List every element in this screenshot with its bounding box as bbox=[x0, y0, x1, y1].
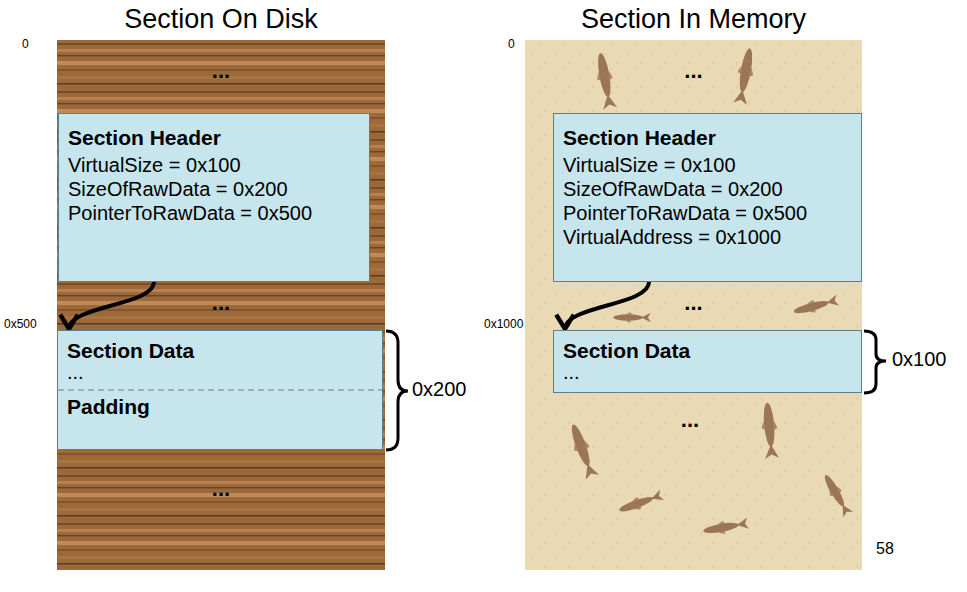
header-box: Section HeaderVirtualSize = 0x100SizeOfR… bbox=[553, 113, 862, 282]
field-line: PointerToRawData = 0x500 bbox=[68, 202, 312, 225]
disk-texture bbox=[57, 40, 385, 570]
ellipsis: ... bbox=[57, 290, 385, 315]
slide-number: 58 bbox=[876, 540, 894, 558]
ellipsis: ... bbox=[525, 290, 862, 315]
memory-panel: Section In Memory.........Section Header… bbox=[525, 40, 862, 570]
offset-label: 0x1000 bbox=[484, 318, 523, 332]
size-label: 0x200 bbox=[412, 378, 467, 401]
box-heading: Section Header bbox=[563, 126, 716, 150]
pointer-arrow bbox=[565, 282, 649, 329]
field-line: PointerToRawData = 0x500 bbox=[563, 202, 807, 225]
offset-label: 0x500 bbox=[4, 318, 37, 332]
header-box: Section HeaderVirtualSize = 0x100SizeOfR… bbox=[58, 113, 370, 282]
ellipsis: ... bbox=[57, 58, 385, 83]
ellipsis: ... bbox=[563, 361, 580, 384]
panel-heading: Section In Memory bbox=[525, 4, 862, 35]
box-heading: Section Data bbox=[67, 339, 194, 363]
ellipsis: ... bbox=[665, 407, 715, 432]
field-line: VirtualSize = 0x100 bbox=[563, 154, 736, 177]
dashed-divider bbox=[58, 389, 382, 390]
offset-label: 0 bbox=[22, 38, 29, 52]
size-bracket bbox=[386, 331, 408, 450]
field-line: SizeOfRawData = 0x200 bbox=[563, 178, 783, 201]
ellipsis: ... bbox=[67, 361, 84, 384]
field-line: VirtualAddress = 0x1000 bbox=[563, 226, 781, 249]
pointer-arrow bbox=[69, 282, 154, 329]
ellipsis: ... bbox=[525, 58, 862, 83]
field-line: VirtualSize = 0x100 bbox=[68, 154, 241, 177]
field-line: SizeOfRawData = 0x200 bbox=[68, 178, 288, 201]
size-label: 0x100 bbox=[892, 348, 947, 371]
size-bracket bbox=[864, 331, 886, 393]
ellipsis: ... bbox=[57, 476, 385, 501]
disk-panel: Section On Disk.........Section HeaderVi… bbox=[57, 40, 385, 570]
box-heading: Section Data bbox=[563, 339, 690, 363]
box-heading: Padding bbox=[67, 395, 150, 419]
offset-label: 0 bbox=[508, 38, 515, 52]
box-heading: Section Header bbox=[68, 126, 221, 150]
data-box: Section Data... Padding bbox=[57, 330, 383, 450]
memory-texture bbox=[525, 40, 862, 570]
panel-heading: Section On Disk bbox=[57, 4, 385, 35]
data-box: Section Data... bbox=[553, 330, 862, 393]
